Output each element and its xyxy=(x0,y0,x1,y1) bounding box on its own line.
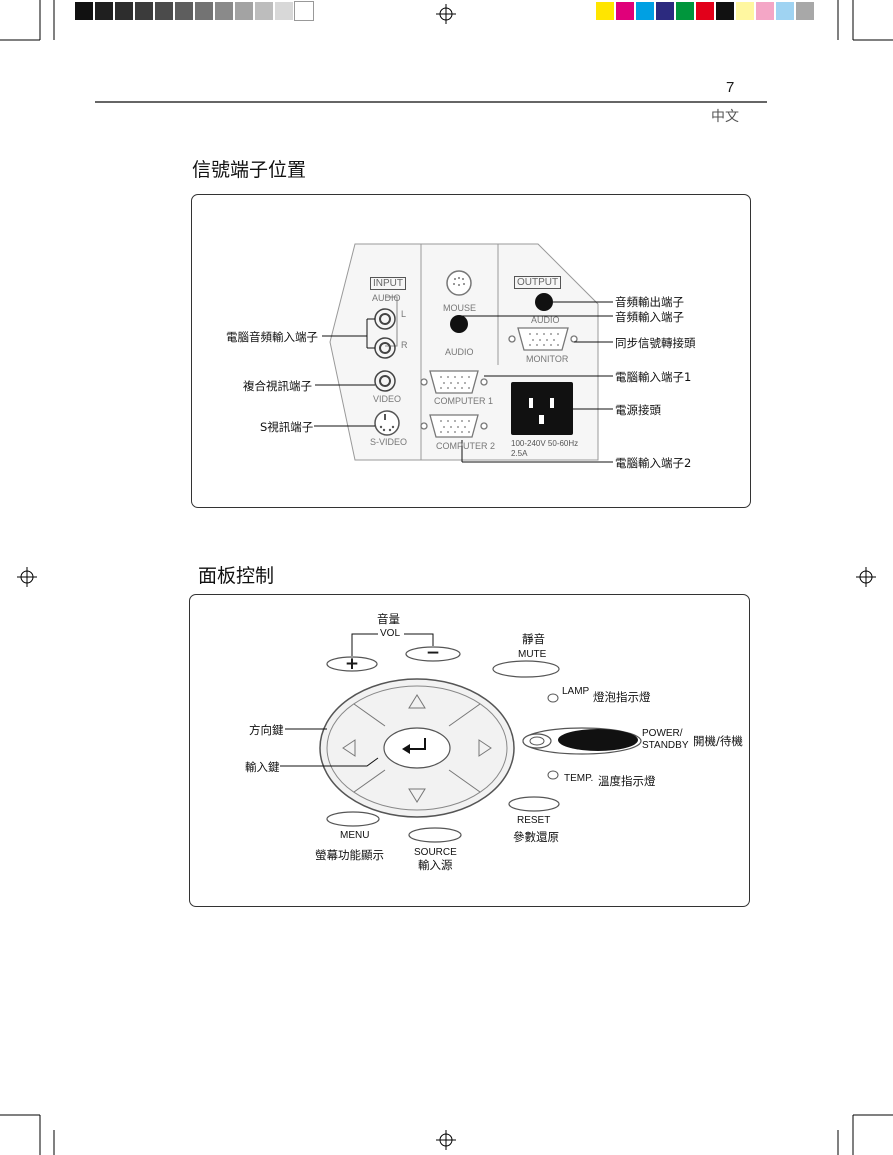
audio-in-jack-icon xyxy=(450,315,468,333)
vol-minus-button[interactable]: − xyxy=(425,643,441,663)
callout-composite-video: 複合視訊端子 xyxy=(243,379,312,393)
calibration-swatch xyxy=(636,2,654,20)
video-label: VIDEO xyxy=(373,394,402,404)
calibration-swatch xyxy=(776,2,794,20)
input-label: INPUT xyxy=(370,277,406,290)
mouse-label: MOUSE xyxy=(443,303,477,313)
menu-button-shape xyxy=(326,811,380,827)
vol-minus-button-shape xyxy=(405,646,461,662)
audio-out-label: AUDIO xyxy=(531,315,560,325)
section2-title: 面板控制 xyxy=(198,565,275,587)
reset-cn-label: 參數還原 xyxy=(513,830,559,844)
power-cn-label: 開機/待機 xyxy=(693,734,743,748)
audio-out-jack-icon xyxy=(535,293,553,311)
calibration-swatch xyxy=(796,2,814,20)
calibration-swatch xyxy=(696,2,714,20)
calibration-swatch xyxy=(215,2,233,20)
calibration-swatch xyxy=(255,2,273,20)
lamp-led-icon xyxy=(547,693,559,703)
computer1-port-icon xyxy=(429,370,479,394)
callout-computer-in-1: 電腦輸入端子1 xyxy=(615,370,692,384)
calibration-swatch xyxy=(716,2,734,20)
source-button-shape xyxy=(408,827,462,843)
callout-audio-in: 音頻輸入端子 xyxy=(615,310,684,324)
callout-sync-converter: 同步信號轉接頭 xyxy=(615,336,696,350)
monitor-label: MONITOR xyxy=(526,354,569,364)
language-label: 中文 xyxy=(711,109,739,125)
calibration-swatch xyxy=(294,1,314,21)
mute-button[interactable]: MUTE xyxy=(518,649,547,660)
enter-cn-label: 輸入鍵 xyxy=(245,760,280,774)
calibration-swatch xyxy=(155,2,173,20)
calibration-swatch xyxy=(195,2,213,20)
power-rating-current: 2.5A xyxy=(511,449,528,458)
s-video-label: S-VIDEO xyxy=(370,437,408,447)
lamp-cn-label: 燈泡指示燈 xyxy=(593,690,651,704)
section1-title: 信號端子位置 xyxy=(192,159,307,181)
connector-panel-frame xyxy=(191,194,751,508)
mute-cn-label: 靜音 xyxy=(522,632,545,646)
power-label-line1[interactable]: POWER/ xyxy=(642,728,683,739)
vol-plus-button-shape xyxy=(326,656,378,672)
page-number: 7 xyxy=(726,79,735,96)
calibration-swatch xyxy=(616,2,634,20)
callout-power-jack: 電源接頭 xyxy=(615,403,661,417)
temp-led-icon xyxy=(547,770,559,780)
power-rating-voltage: 100-240V 50-60Hz xyxy=(511,439,579,448)
calibration-swatch xyxy=(275,2,293,20)
callout-s-video: S視訊端子 xyxy=(260,420,314,434)
source-cn-label: 輸入源 xyxy=(418,858,453,872)
lamp-label: LAMP xyxy=(562,686,590,697)
direction-pad-icon xyxy=(319,678,515,818)
reset-button[interactable]: RESET xyxy=(517,815,551,826)
audio-in-label: AUDIO xyxy=(445,347,474,357)
audio-label: AUDIO xyxy=(372,293,401,303)
audio-left-label: L xyxy=(401,309,407,319)
menu-button[interactable]: MENU xyxy=(340,830,370,841)
power-label-line2[interactable]: STANDBY xyxy=(642,740,689,751)
output-label: OUTPUT xyxy=(514,276,562,289)
calibration-swatch xyxy=(656,2,674,20)
calibration-swatch xyxy=(115,2,133,20)
volume-cn-label: 音量 xyxy=(377,612,400,626)
temp-label: TEMP. xyxy=(564,773,594,784)
callout-computer-in-2: 電腦輸入端子2 xyxy=(615,456,692,470)
direction-cn-label: 方向鍵 xyxy=(249,723,284,737)
temp-cn-label: 溫度指示燈 xyxy=(598,774,656,788)
calibration-swatch xyxy=(596,2,614,20)
calibration-swatch xyxy=(235,2,253,20)
mouse-port-icon xyxy=(446,270,472,296)
calibration-swatch xyxy=(175,2,193,20)
vol-plus-button[interactable]: + xyxy=(344,654,360,674)
reset-button-shape xyxy=(508,796,560,812)
calibration-swatch xyxy=(756,2,774,20)
power-button-icon xyxy=(522,727,642,755)
callout-pc-audio-in: 電腦音頻輸入端子 xyxy=(226,330,318,344)
audio-right-label: R xyxy=(401,340,408,350)
control-panel-frame xyxy=(189,594,750,907)
s-video-jack-icon xyxy=(374,410,400,436)
power-socket-icon xyxy=(511,382,573,435)
computer1-label: COMPUTER 1 xyxy=(434,396,494,406)
calibration-swatch xyxy=(95,2,113,20)
calibration-swatch xyxy=(75,2,93,20)
calibration-swatch xyxy=(736,2,754,20)
computer2-label: COMPUTER 2 xyxy=(436,441,496,451)
calibration-swatch xyxy=(676,2,694,20)
computer2-port-icon xyxy=(429,414,479,438)
vol-label: VOL xyxy=(380,628,401,639)
menu-cn-label: 螢幕功能顯示 xyxy=(315,848,384,862)
source-button[interactable]: SOURCE xyxy=(414,847,457,858)
registration-target-icon xyxy=(17,4,876,1150)
calibration-swatch xyxy=(135,2,153,20)
callout-audio-out: 音頻輸出端子 xyxy=(615,295,684,309)
mute-button-shape xyxy=(492,660,560,678)
